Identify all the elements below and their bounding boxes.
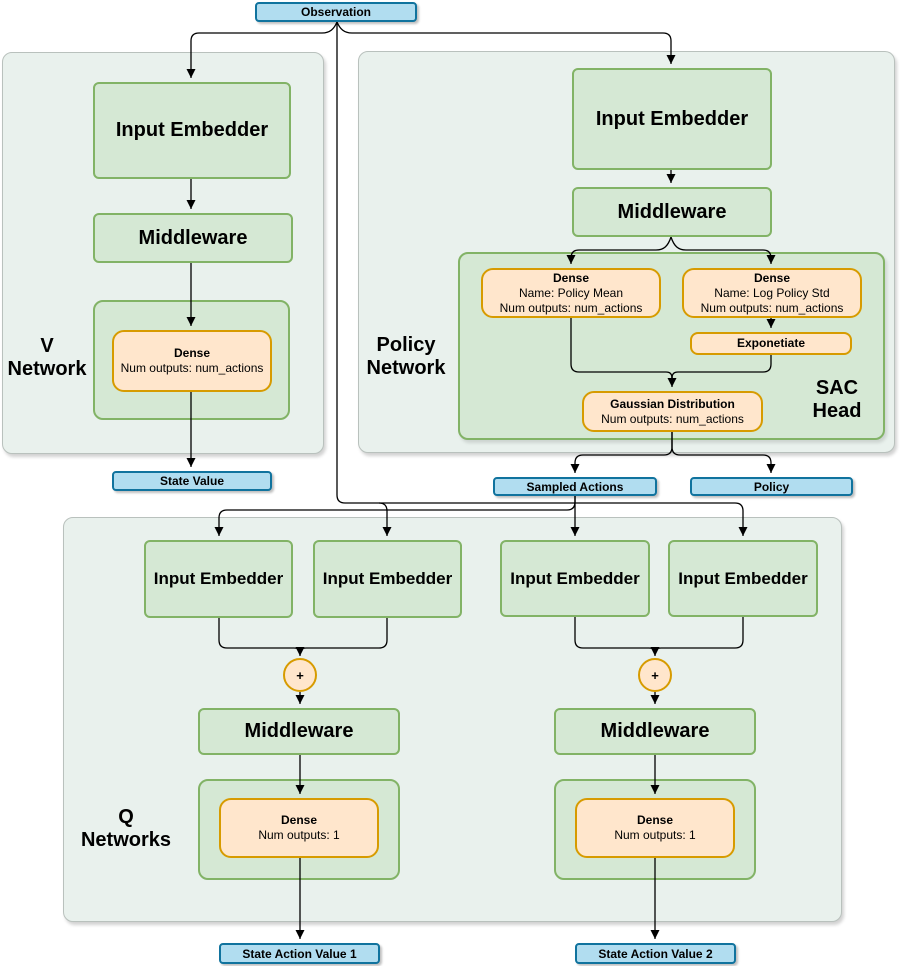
q1-middleware-label: Middleware [244, 720, 354, 742]
q-input-embedder-2-label: Input Embedder [322, 569, 453, 588]
edge-policy-middleware-to-dense-mean [566, 236, 672, 264]
v-input-embedder-label: Input Embedder [115, 119, 269, 141]
dense-log-policy-std-line2: Num outputs: num_actions [700, 300, 844, 315]
edge-sampled-actions-to-q-input-embedder-1 [214, 495, 576, 536]
v-network-label-line2: Network [7, 358, 87, 380]
edge-policy-middleware-to-dense-std [670, 236, 776, 264]
q-networks-label: Q Networks [76, 805, 176, 853]
q-input-embedder-1: Input Embedder [144, 540, 293, 618]
q1-sum-node: + [283, 658, 317, 692]
edge-exponentiate-to-merge [671, 355, 772, 379]
policy-middleware-label: Middleware [617, 200, 727, 223]
q-input-embedder-2: Input Embedder [313, 540, 462, 618]
q2-plus-icon: + [651, 667, 659, 683]
sac-head-label: SAC Head [797, 376, 877, 424]
q-networks-label-line2: Networks [80, 829, 172, 851]
edge-q2-embedder3-to-merge [574, 617, 656, 653]
q1-dense-line: Num outputs: 1 [258, 828, 340, 842]
edge-q1-embedder2-to-merge [299, 618, 388, 653]
v-middleware: Middleware [93, 213, 293, 263]
policy-network-label: Policy Network [356, 333, 456, 381]
q-input-embedder-3: Input Embedder [500, 540, 650, 617]
gaussian-distribution-box: Gaussian Distribution Num outputs: num_a… [582, 391, 763, 432]
q2-middleware: Middleware [554, 708, 756, 755]
dense-policy-mean-line2: Num outputs: num_actions [499, 300, 643, 315]
v-middleware-label: Middleware [138, 226, 248, 249]
q2-dense-line: Num outputs: 1 [614, 828, 696, 842]
dense-log-policy-std-line1: Name: Log Policy Std [714, 285, 830, 300]
edge-gaussian-to-policy [671, 432, 776, 473]
v-dense: Dense Num outputs: num_actions [112, 330, 272, 392]
policy-network-label-line1: Policy [376, 334, 436, 356]
policy-output-label: Policy [753, 479, 790, 494]
policy-output-box: Policy [690, 477, 853, 496]
q-input-embedder-4: Input Embedder [668, 540, 818, 617]
policy-network-label-line2: Network [366, 357, 446, 379]
dense-log-policy-std-title: Dense [753, 270, 791, 285]
dense-policy-mean-title: Dense [552, 270, 590, 285]
sampled-actions-box: Sampled Actions [493, 477, 657, 496]
exponentiate-box: Exponetiate [690, 332, 852, 355]
state-action-value-1-box: State Action Value 1 [219, 943, 380, 964]
q-networks-label-line1: Q [118, 806, 134, 828]
q2-dense: Dense Num outputs: 1 [575, 798, 735, 858]
v-dense-title: Dense [173, 346, 211, 360]
v-dense-line: Num outputs: num_actions [120, 361, 264, 375]
dense-policy-mean: Dense Name: Policy Mean Num outputs: num… [481, 268, 661, 318]
edge-observation-to-q-input-embedder-4 [336, 22, 748, 536]
policy-input-embedder: Input Embedder [572, 68, 772, 170]
q-input-embedder-1-label: Input Embedder [153, 569, 284, 588]
edge-q1-embedder1-to-merge [218, 618, 301, 653]
sac-head-label-line2: Head [812, 400, 862, 422]
q1-dense-title: Dense [280, 813, 318, 827]
q2-dense-title: Dense [636, 813, 674, 827]
sac-head-label-line1: SAC [815, 377, 859, 399]
state-action-value-1-label: State Action Value 1 [242, 946, 357, 961]
state-action-value-2-label: State Action Value 2 [598, 946, 713, 961]
dense-policy-mean-line1: Name: Policy Mean [518, 285, 624, 300]
q1-dense: Dense Num outputs: 1 [219, 798, 379, 858]
q2-middleware-label: Middleware [600, 720, 710, 742]
exponentiate-label: Exponetiate [736, 336, 805, 350]
observation-label: Observation [300, 5, 372, 19]
state-value-label: State Value [159, 474, 225, 488]
edge-gaussian-to-sampled-actions [570, 432, 673, 473]
state-value-box: State Value [112, 471, 272, 491]
edge-q2-embedder4-to-merge [654, 617, 744, 653]
q-input-embedder-3-label: Input Embedder [510, 568, 640, 588]
edge-observation-to-policy-input-embedder [336, 21, 676, 64]
q-input-embedder-4-label: Input Embedder [678, 568, 808, 588]
v-network-label: V Network [7, 334, 87, 382]
edge-observation-to-q-input-embedder-2 [378, 502, 392, 536]
v-input-embedder: Input Embedder [93, 82, 291, 179]
dense-log-policy-std: Dense Name: Log Policy Std Num outputs: … [682, 268, 862, 318]
gaussian-line1: Num outputs: num_actions [601, 411, 744, 426]
q2-sum-node: + [638, 658, 672, 692]
gaussian-title: Gaussian Distribution [610, 396, 735, 411]
edge-dense-mean-to-merge [570, 318, 673, 379]
state-action-value-2-box: State Action Value 2 [575, 943, 736, 964]
q1-plus-icon: + [296, 667, 304, 683]
q1-middleware: Middleware [198, 708, 400, 755]
sampled-actions-label: Sampled Actions [526, 479, 624, 494]
policy-middleware: Middleware [572, 187, 772, 237]
v-network-label-line1: V [40, 335, 54, 357]
edge-observation-to-v-input-embedder [186, 21, 338, 78]
policy-input-embedder-label: Input Embedder [595, 107, 749, 130]
observation-box: Observation [255, 2, 417, 22]
